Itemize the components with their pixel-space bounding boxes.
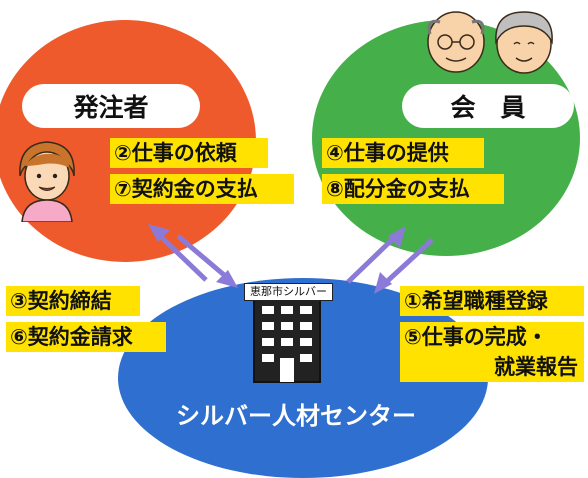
building-icon xyxy=(253,297,321,383)
label-pay-distribution: ⑧配分金の支払 xyxy=(322,174,504,204)
label-provide-work: ④仕事の提供 xyxy=(322,138,484,168)
center-title: シルバー人材センター xyxy=(176,402,416,430)
label-completion-line1: ⑤仕事の完成・ xyxy=(404,325,548,349)
orderer-title: 発注者 xyxy=(22,84,200,128)
arrow-to-center-right xyxy=(380,238,434,288)
label-request-work: ②仕事の依頼 xyxy=(110,138,268,168)
member-title: 会 員 xyxy=(402,84,574,128)
orderer-person-illustration xyxy=(19,141,75,222)
label-completion-report: ⑤仕事の完成・ 就業報告 xyxy=(400,322,584,382)
arrow-to-member xyxy=(346,232,400,284)
building-label: 恵那市シルバー xyxy=(244,283,333,301)
label-sign-contract: ③契約締結 xyxy=(6,286,140,316)
arrow-to-orderer xyxy=(154,230,208,282)
arrow-to-center-left xyxy=(176,234,232,282)
label-invoice-contract-fee: ⑥契約金請求 xyxy=(6,322,166,352)
label-pay-contract-fee: ⑦契約金の支払 xyxy=(110,174,294,204)
label-register-desired-job: ①希望職種登録 xyxy=(400,286,584,316)
members-illustration xyxy=(427,11,553,74)
label-completion-line2: 就業報告 xyxy=(494,355,578,379)
flow-arrows xyxy=(148,224,434,294)
